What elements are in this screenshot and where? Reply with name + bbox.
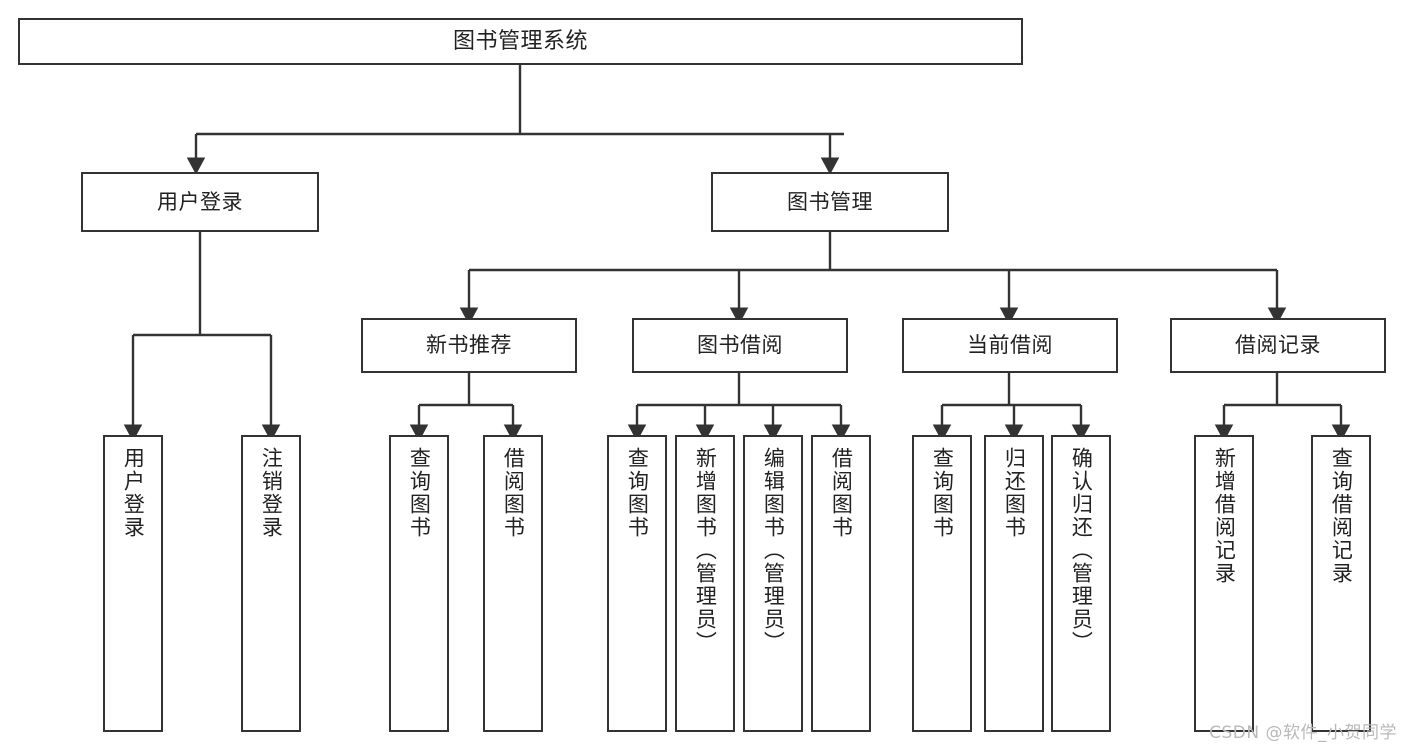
- node-leaf-borrow-book-1[interactable]: 借阅图书: [483, 435, 543, 732]
- node-borrow-record[interactable]: 借阅记录: [1170, 318, 1386, 373]
- node-label: 新增借阅记录: [1212, 447, 1237, 585]
- node-leaf-query-record[interactable]: 查询借阅记录: [1311, 435, 1371, 732]
- node-label: 查询图书: [407, 447, 432, 539]
- node-label: 新书推荐: [426, 333, 512, 358]
- node-leaf-borrow-book-2[interactable]: 借阅图书: [811, 435, 871, 732]
- node-label: 借阅记录: [1235, 333, 1321, 358]
- node-leaf-query-book-1[interactable]: 查询图书: [389, 435, 449, 732]
- node-label: 图书借阅: [697, 333, 783, 358]
- node-leaf-add-book[interactable]: 新增图书（管理员）: [675, 435, 735, 732]
- node-leaf-query-book-2[interactable]: 查询图书: [607, 435, 667, 732]
- node-user-login[interactable]: 用户登录: [81, 172, 319, 232]
- node-label: 查询借阅记录: [1329, 447, 1354, 585]
- node-root-book-management-system[interactable]: 图书管理系统: [18, 18, 1023, 65]
- node-leaf-edit-book[interactable]: 编辑图书（管理员）: [743, 435, 803, 732]
- node-book-management[interactable]: 图书管理: [711, 172, 949, 232]
- node-current-borrow[interactable]: 当前借阅: [902, 318, 1118, 373]
- node-leaf-return-book[interactable]: 归还图书: [984, 435, 1044, 732]
- node-label: 查询图书: [625, 447, 650, 539]
- node-label: 借阅图书: [829, 447, 854, 539]
- node-label: 用户登录: [121, 447, 146, 539]
- node-leaf-user-login[interactable]: 用户登录: [103, 435, 163, 732]
- node-label: 借阅图书: [501, 447, 526, 539]
- node-leaf-user-logout[interactable]: 注销登录: [241, 435, 301, 732]
- node-label: 新增图书（管理员）: [693, 447, 718, 654]
- node-label: 图书管理: [787, 189, 873, 214]
- node-leaf-add-record[interactable]: 新增借阅记录: [1194, 435, 1254, 732]
- node-label: 归还图书: [1002, 447, 1027, 539]
- node-label: 图书管理系统: [452, 28, 588, 54]
- watermark: CSDN @软件_小贺同学: [1209, 723, 1397, 743]
- node-label: 编辑图书（管理员）: [761, 447, 786, 654]
- node-book-borrow[interactable]: 图书借阅: [632, 318, 848, 373]
- node-label: 查询图书: [930, 447, 955, 539]
- node-label: 当前借阅: [967, 333, 1053, 358]
- node-label: 注销登录: [259, 447, 284, 539]
- node-label: 确认归还（管理员）: [1069, 447, 1094, 654]
- node-leaf-query-book-3[interactable]: 查询图书: [912, 435, 972, 732]
- node-new-book-recommend[interactable]: 新书推荐: [361, 318, 577, 373]
- node-leaf-confirm-return[interactable]: 确认归还（管理员）: [1051, 435, 1111, 732]
- node-label: 用户登录: [157, 189, 243, 214]
